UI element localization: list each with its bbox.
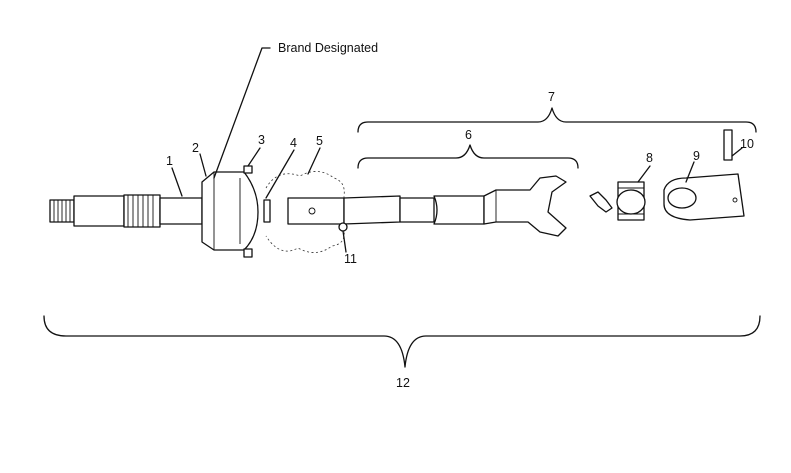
snap-ring <box>263 199 271 223</box>
cv-joint-housing <box>201 165 259 258</box>
callout-6: 6 <box>465 128 472 142</box>
brand-designated-label: Brand Designated <box>278 41 378 55</box>
callout-5: 5 <box>316 134 323 148</box>
callout-3: 3 <box>258 133 265 147</box>
shaft-yoke <box>287 175 567 237</box>
callout-4: 4 <box>290 136 297 150</box>
grease-fitting <box>589 191 613 213</box>
roll-pin <box>723 129 733 161</box>
callout-10: 10 <box>740 137 754 151</box>
callout-1: 1 <box>166 154 173 168</box>
callout-8: 8 <box>646 151 653 165</box>
callout-12: 12 <box>396 376 410 390</box>
retaining-clip <box>338 222 348 232</box>
brace-7 <box>357 107 757 133</box>
callout-2: 2 <box>192 141 199 155</box>
callout-9: 9 <box>693 149 700 163</box>
brace-12 <box>43 315 761 368</box>
callout-11: 11 <box>344 252 357 266</box>
inner-spline-shaft <box>49 194 203 228</box>
bore-yoke <box>663 173 745 221</box>
leader-lines <box>171 47 743 253</box>
u-joint-cross <box>616 181 646 221</box>
callout-7: 7 <box>548 90 555 104</box>
brace-6 <box>357 144 579 169</box>
